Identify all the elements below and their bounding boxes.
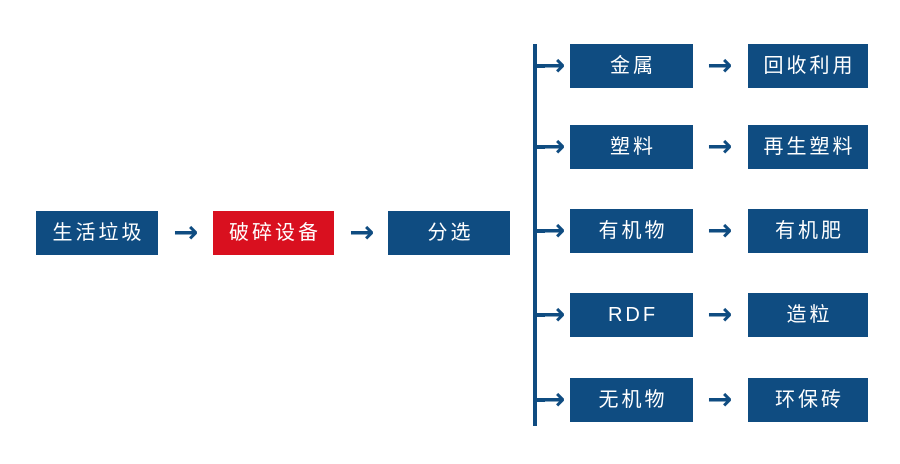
node-material-1[interactable]: 金属 — [570, 44, 693, 88]
node-material-4[interactable]: RDF — [570, 293, 693, 337]
branch-trunk-line — [533, 44, 537, 426]
arrow-right-icon-row-3: → — [707, 213, 733, 248]
arrow-right-icon-row-4: → — [707, 297, 733, 332]
node-material-5[interactable]: 无机物 — [570, 378, 693, 422]
branch-stub-2 — [533, 145, 545, 149]
node-product-2[interactable]: 再生塑料 — [748, 125, 868, 169]
node-main-2[interactable]: 破碎设备 — [213, 211, 334, 255]
arrow-right-icon-main-2: → — [349, 215, 375, 250]
branch-stub-4 — [533, 313, 545, 317]
node-material-2[interactable]: 塑料 — [570, 125, 693, 169]
arrow-right-icon-branch-3: → — [540, 213, 566, 248]
node-product-5[interactable]: 环保砖 — [748, 378, 868, 422]
node-product-4[interactable]: 造粒 — [748, 293, 868, 337]
arrow-right-icon-branch-1: → — [540, 48, 566, 83]
arrow-right-icon-branch-2: → — [540, 129, 566, 164]
node-product-3[interactable]: 有机肥 — [748, 209, 868, 253]
branch-stub-5 — [533, 398, 545, 402]
arrow-right-icon-branch-4: → — [540, 297, 566, 332]
arrow-right-icon-main-1: → — [173, 215, 199, 250]
arrow-right-icon-row-1: → — [707, 48, 733, 83]
arrow-right-icon-branch-5: → — [540, 382, 566, 417]
branch-stub-1 — [533, 64, 545, 68]
branch-stub-3 — [533, 229, 545, 233]
node-main-1[interactable]: 生活垃圾 — [36, 211, 158, 255]
node-main-3[interactable]: 分选 — [388, 211, 510, 255]
arrow-right-icon-row-2: → — [707, 129, 733, 164]
node-material-3[interactable]: 有机物 — [570, 209, 693, 253]
arrow-right-icon-row-5: → — [707, 382, 733, 417]
node-product-1[interactable]: 回收利用 — [748, 44, 868, 88]
